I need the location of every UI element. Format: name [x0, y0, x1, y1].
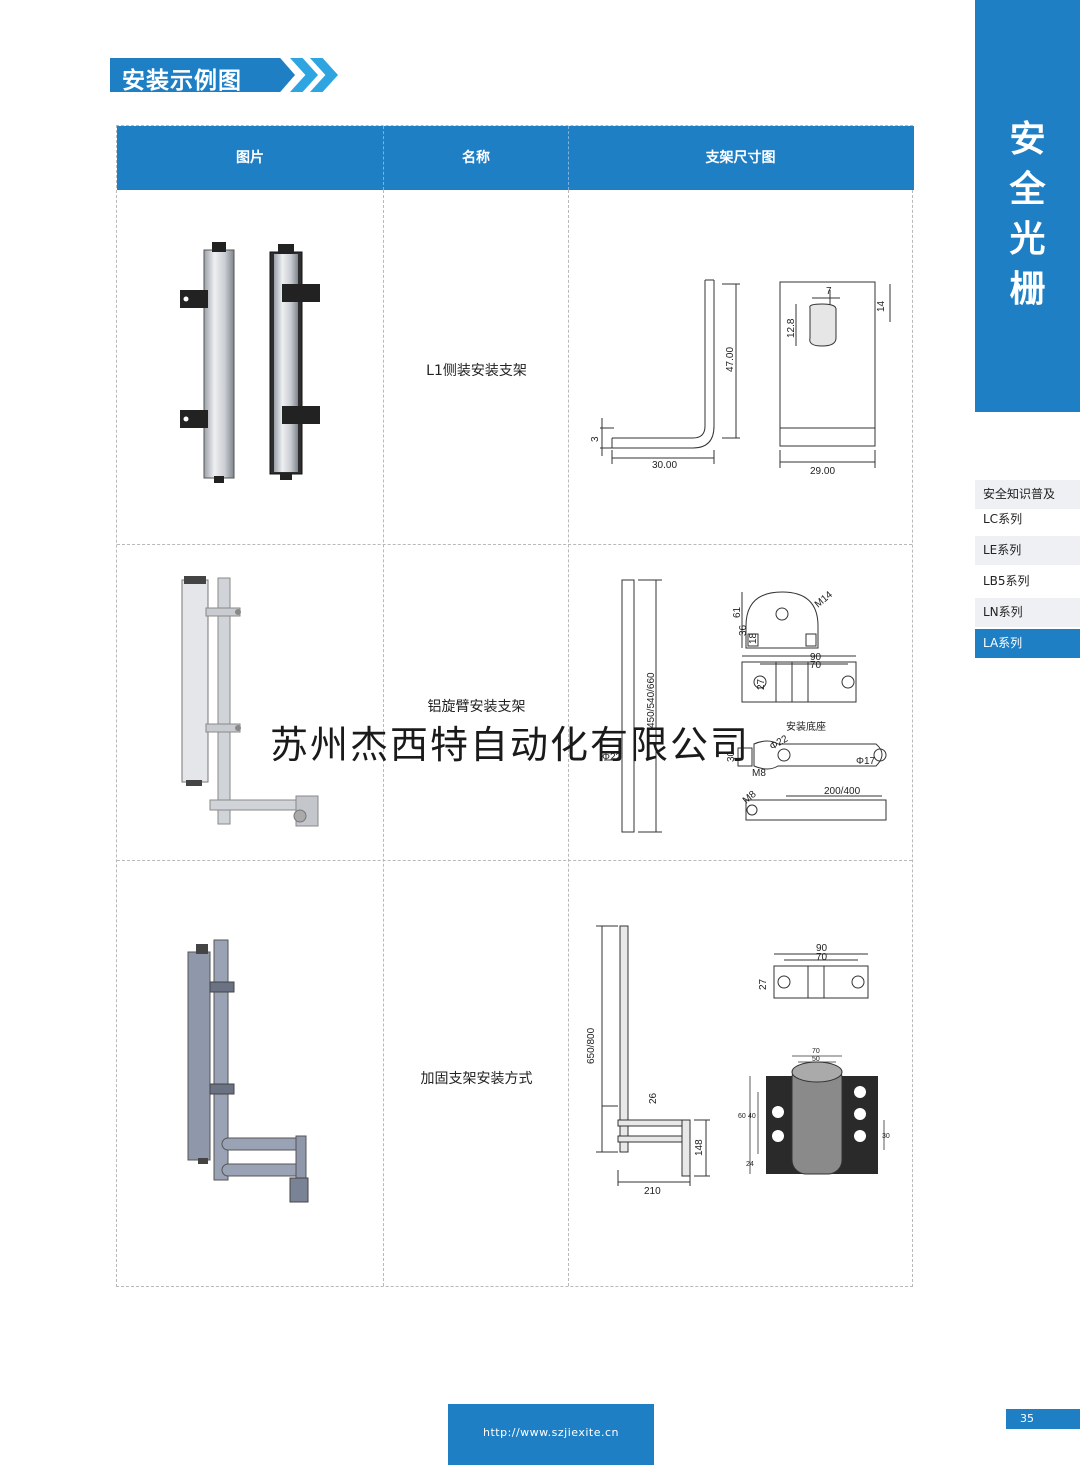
- section-title: 安装示例图: [110, 58, 338, 94]
- row3-dim-210: 210: [644, 1186, 661, 1197]
- row2-product-image: [181, 576, 319, 827]
- row3-dim-height: 650/800: [586, 1027, 597, 1064]
- row3-dim-60: 60: [738, 1113, 746, 1120]
- row2-dim-18: 18: [748, 632, 759, 644]
- row3-bracket-drawing: 650/800 26 148 210 90 70 27 70 50 60 40 …: [586, 925, 890, 1197]
- row3-dim-90: 90: [816, 943, 828, 954]
- row2-bracket-drawing: 450/540/660 Φ22 61 36 18 M14 90 70 27 安装…: [602, 579, 887, 833]
- table-header: 图片 名称 支架尺寸图: [117, 126, 914, 190]
- section-title-text: 安装示例图: [122, 68, 242, 94]
- header-image: 图片: [117, 126, 384, 190]
- sidebar-char-3: 光: [1009, 219, 1046, 260]
- installation-table: 图片 名称 支架尺寸图 L1侧装安装支架 铝旋臂安装支架 加固支架安装方式: [116, 125, 914, 1287]
- row2-dim-200-400: 200/400: [824, 786, 861, 797]
- nav-item-lc[interactable]: LC系列: [983, 512, 1023, 526]
- row2-dim-22: Φ22: [602, 752, 622, 763]
- row3-dim-30: 30: [882, 1133, 890, 1140]
- row2-name: 铝旋臂安装支架: [427, 699, 526, 715]
- row2-dim-30: 30: [726, 750, 737, 762]
- row1-dim-29: 29.00: [810, 466, 835, 477]
- nav-item-safety-knowledge[interactable]: 安全知识普及: [975, 480, 1080, 509]
- row1-dim-47: 47.00: [725, 347, 736, 372]
- header-name: 名称: [384, 126, 569, 190]
- row2-dim-m14: M14: [813, 589, 835, 610]
- nav-item-ln[interactable]: LN系列: [975, 598, 1080, 627]
- row1-dim-7: 7: [826, 286, 832, 297]
- row2-dim-90: 90: [810, 652, 822, 663]
- row3-dim-148: 148: [694, 1139, 705, 1156]
- row3-dim-50: 50: [812, 1056, 820, 1063]
- row1-dim-12-8: 12.8: [786, 318, 797, 338]
- row1-name: L1侧装安装支架: [426, 363, 527, 379]
- row3-dim-24: 24: [746, 1161, 754, 1168]
- row2-dim-m8b: M8: [741, 789, 759, 807]
- row3-name: 加固支架安装方式: [420, 1071, 533, 1087]
- row1-dim-30: 30.00: [652, 460, 677, 471]
- company-watermark: 苏州杰西特自动化有限公司: [270, 723, 751, 767]
- nav-item-lb5[interactable]: LB5系列: [983, 574, 1030, 588]
- row2-dim-height: 450/540/660: [646, 672, 657, 728]
- row2-base-label: 安装底座: [786, 720, 826, 733]
- nav-item-le[interactable]: LE系列: [975, 536, 1080, 565]
- row1-dim-3: 3: [590, 436, 601, 442]
- nav-item-la[interactable]: LA系列: [975, 629, 1080, 658]
- sidebar-char-2: 全: [1009, 169, 1046, 210]
- page-number: 35: [1006, 1409, 1080, 1429]
- row3-dim-70: 70: [816, 952, 828, 963]
- row2-dim-70: 70: [810, 660, 822, 671]
- row2-dim-17: Φ17: [856, 756, 876, 767]
- row2-dim-27: 27: [756, 678, 767, 690]
- sidebar-char-4: 栅: [1009, 269, 1046, 310]
- row3-dim-40: 40: [748, 1113, 756, 1120]
- row1-dim-14: 14: [876, 300, 887, 312]
- row3-dim-27: 27: [758, 978, 769, 990]
- row3-dim-70b: 70: [812, 1048, 820, 1055]
- row3-product-image: [187, 939, 309, 1203]
- sidebar-category-banner: 安 全 光 栅: [975, 0, 1080, 412]
- header-drawing: 支架尺寸图: [705, 150, 776, 166]
- row2-dim-61: 61: [732, 606, 743, 618]
- row1-bracket-drawing: 7 14 12.8 47.00 3 30.00 29.00: [590, 279, 891, 477]
- row2-dim-m8: M8: [752, 768, 766, 779]
- row2-dim-36: 36: [738, 624, 749, 636]
- sidebar-char-1: 安: [1009, 119, 1046, 160]
- row3-dim-26: 26: [648, 1092, 659, 1104]
- footer-url[interactable]: http://www.szjiexite.cn: [448, 1404, 654, 1465]
- row1-product-image: [180, 242, 320, 483]
